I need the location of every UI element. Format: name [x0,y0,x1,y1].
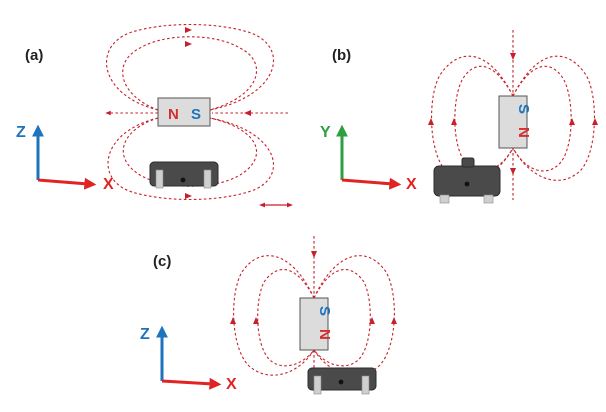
field-line [122,117,258,187]
south-pole-label: S [191,106,201,123]
field-line [233,255,315,376]
sensor-pin [203,169,212,189]
field-arrow [510,168,516,175]
panel-a: (a) N S [16,24,293,208]
field-arrow [451,118,457,125]
y-axis-label: Y [320,124,331,141]
x-axis-arrow [37,177,97,190]
sensor-dot [338,379,344,385]
sensor-pin [439,194,450,204]
panel-b-axes: Y X [320,124,417,193]
field-arrow [428,118,434,125]
field-arrow [569,118,575,125]
field-arrow [391,317,397,324]
field-arrow [592,118,598,125]
sensor-pin [313,375,322,395]
field-line [512,55,596,181]
south-pole-label: S [316,306,333,316]
field-arrow [510,53,516,60]
field-arrow [311,251,317,258]
north-pole-label: N [515,127,532,138]
field-line [107,117,275,200]
field-arrow [244,110,251,116]
sensor-pin [361,375,370,395]
z-axis-label: Z [16,124,26,141]
field-arrow [185,193,192,199]
field-arrow [185,27,192,33]
panel-c-label: (c) [153,253,171,270]
bar-magnet [157,97,211,127]
x-axis-label: X [103,176,114,193]
panel-b-sensor [433,157,501,204]
panel-a-field-lines [105,24,288,200]
sensor-body [149,161,219,187]
south-pole-label: S [515,104,532,114]
field-line [122,36,258,111]
x-axis-label: X [406,176,417,193]
x-axis-arrow [161,377,222,390]
north-pole-label: N [316,329,333,340]
panel-c: (c) S N [140,236,397,395]
bar-magnet [299,297,329,351]
x-axis-arrow [341,177,402,190]
field-line [313,255,395,376]
panel-b-label: (b) [332,47,351,64]
panel-b: (b) S N [320,30,598,204]
sensor-tab [461,157,475,168]
field-arrow [369,317,375,324]
sensor-dot [180,177,186,183]
panel-a-axes: Z X [16,124,114,193]
bar-magnet [498,95,528,149]
field-line [106,24,275,111]
panel-c-magnet: S N [299,297,333,351]
panel-c-field-arrows [230,251,397,324]
x-axis-label: X [226,376,237,393]
sensor-pin [483,194,494,204]
north-pole-label: N [168,106,179,123]
panel-a-sensor [149,161,219,189]
panel-c-axes: Z X [140,325,237,393]
sensor-dot [464,181,470,187]
panel-b-magnet: S N [498,95,532,149]
panel-c-field-lines [233,236,395,376]
field-arrow [185,41,192,47]
panel-c-sensor [307,367,377,395]
field-arrow [230,317,236,324]
panel-b-field-arrows [428,53,598,175]
sensor-body [307,367,377,391]
panel-a-magnet: N S [157,97,211,127]
panel-a-label: (a) [25,47,43,64]
sensor-pin [155,169,164,189]
z-axis-label: Z [140,326,150,343]
field-arrow [253,317,259,324]
sensor-body [433,165,501,197]
